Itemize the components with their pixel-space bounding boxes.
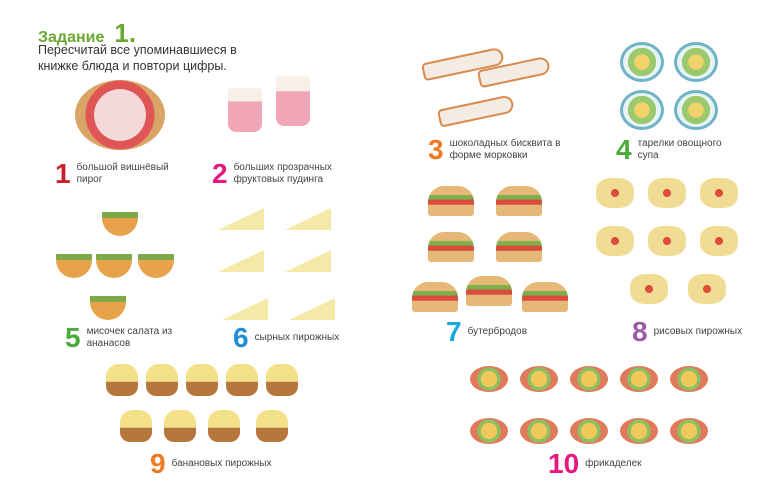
caption-10: 10 фрикаделек — [548, 450, 678, 478]
caption-text: мисочек салата из ананасов — [86, 326, 173, 349]
rice-cake-image — [700, 226, 738, 256]
caption-text: тарелки овощного супа — [637, 138, 722, 161]
sandwich-image — [496, 232, 542, 262]
banana-cake-image — [256, 410, 288, 442]
meatball-image — [670, 366, 708, 392]
caption-text: рисовых пирожных — [653, 326, 743, 337]
count-number: 2 — [212, 158, 228, 189]
cheese-cake-image — [285, 250, 331, 272]
pudding-image — [228, 88, 262, 132]
banana-cake-image — [106, 364, 138, 396]
salad-bowl-image — [138, 254, 174, 278]
rice-cake-image — [688, 274, 726, 304]
meatball-image — [470, 418, 508, 444]
task-label: Задание — [38, 29, 105, 46]
task-text: Пересчитай все упоминавшиеся в книжке бл… — [38, 43, 237, 73]
caption-text: банановых пирожных — [171, 458, 272, 469]
count-number: 5 — [65, 322, 81, 353]
meatball-image — [570, 418, 608, 444]
banana-cake-image — [146, 364, 178, 396]
count-number: 7 — [446, 316, 462, 347]
meatball-image — [620, 418, 658, 444]
sandwich-image — [466, 276, 512, 306]
caption-6: 6 сырных пирожных — [233, 324, 363, 352]
count-number: 8 — [632, 316, 648, 347]
salad-bowl-image — [56, 254, 92, 278]
salad-bowl-image — [102, 212, 138, 236]
soup-bowl-image — [620, 42, 664, 82]
banana-cake-image — [266, 364, 298, 396]
caption-text: фрикаделек — [585, 458, 642, 469]
caption-8: 8 рисовых пирожных — [632, 318, 762, 346]
banana-cake-image — [164, 410, 196, 442]
rice-cake-image — [700, 178, 738, 208]
cheese-cake-image — [222, 298, 268, 320]
pudding-image — [276, 76, 310, 126]
soup-bowl-image — [620, 90, 664, 130]
sandwich-image — [496, 186, 542, 216]
banana-cake-image — [186, 364, 218, 396]
meatball-image — [570, 366, 608, 392]
caption-text: сырных пирожных — [254, 332, 340, 343]
cheese-cake-image — [285, 208, 331, 230]
meatball-image — [670, 418, 708, 444]
salad-bowl-image — [96, 254, 132, 278]
count-number: 10 — [548, 448, 580, 479]
banana-cake-image — [208, 410, 240, 442]
caption-text: шоколадных бисквита в форме морковки — [449, 138, 561, 161]
soup-bowl-image — [674, 90, 718, 130]
meatball-image — [620, 366, 658, 392]
count-number: 9 — [150, 448, 166, 479]
count-number: 4 — [616, 134, 632, 165]
soup-bowl-image — [674, 42, 718, 82]
rice-cake-image — [648, 226, 686, 256]
caption-9: 9 банановых пирожных — [150, 450, 310, 478]
rice-cake-image — [596, 226, 634, 256]
sandwich-image — [522, 282, 568, 312]
count-number: 3 — [428, 134, 444, 165]
cherry-pie-image — [75, 80, 165, 150]
count-number: 6 — [233, 322, 249, 353]
meatball-image — [520, 418, 558, 444]
cheese-cake-image — [218, 208, 264, 230]
caption-text: бутербродов — [467, 326, 528, 337]
caption-text: больших прозрачных фруктовых пудинга — [233, 162, 332, 185]
task-title: Задание 1. — [38, 18, 136, 49]
caption-7: 7 бутербродов — [446, 318, 576, 346]
sandwich-image — [428, 232, 474, 262]
meatball-image — [520, 366, 558, 392]
cheese-cake-image — [289, 298, 335, 320]
count-number: 1 — [55, 158, 71, 189]
sandwich-image — [412, 282, 458, 312]
sandwich-image — [428, 186, 474, 216]
salad-bowl-image — [90, 296, 126, 320]
banana-cake-image — [120, 410, 152, 442]
rice-cake-image — [648, 178, 686, 208]
task-number: 1. — [114, 18, 137, 48]
carrot-biscuit-image — [436, 94, 516, 128]
rice-cake-image — [630, 274, 668, 304]
banana-cake-image — [226, 364, 258, 396]
rice-cake-image — [596, 178, 634, 208]
caption-text: большой вишнёвый пирог — [76, 162, 169, 185]
meatball-image — [470, 366, 508, 392]
cheese-cake-image — [218, 250, 264, 272]
